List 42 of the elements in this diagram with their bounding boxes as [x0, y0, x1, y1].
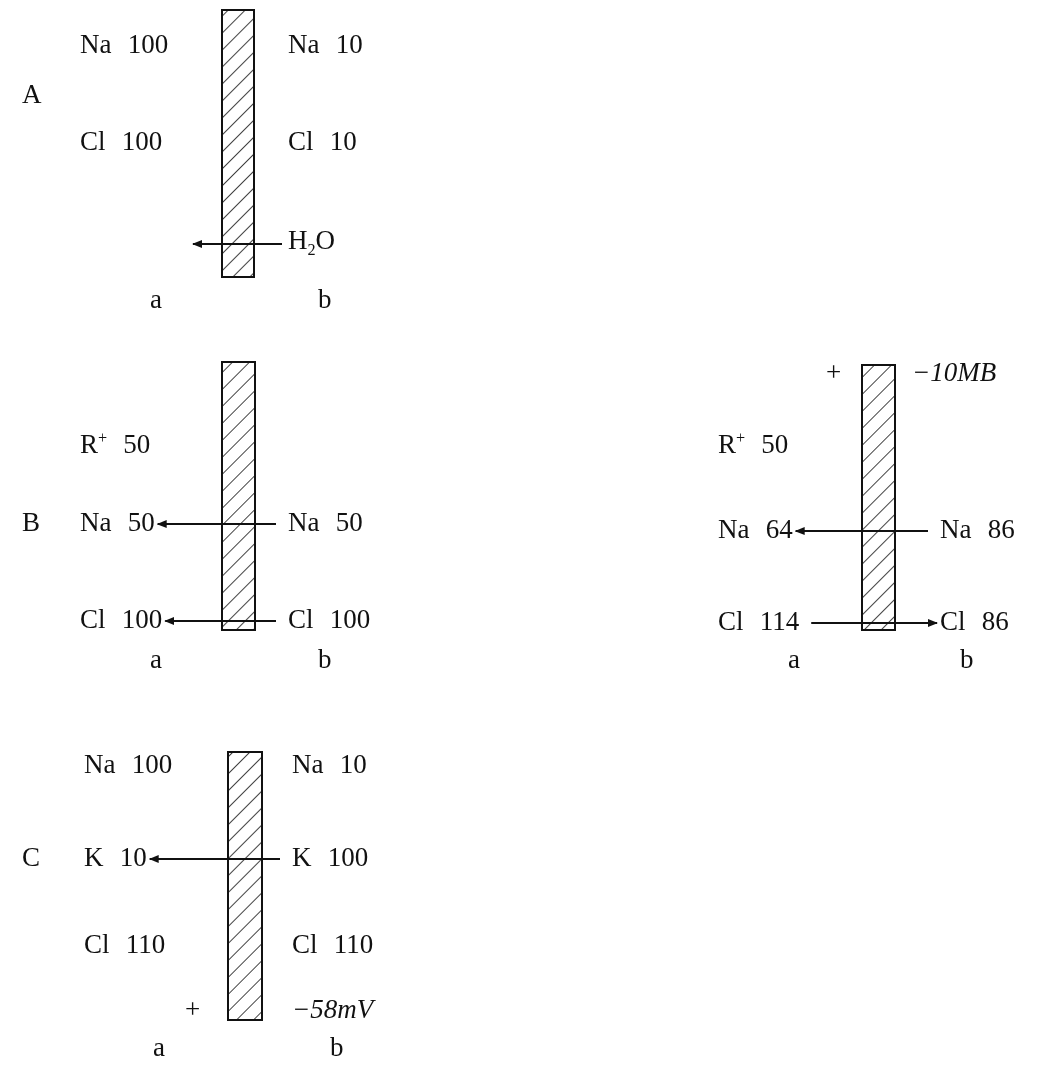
- ion-concentration: Cl 110: [292, 930, 374, 960]
- ion-concentration: Na 100: [80, 30, 169, 60]
- ion-concentration: Cl 10: [288, 127, 357, 157]
- side-label: b: [960, 645, 974, 675]
- ion-concentration: Cl 100: [80, 605, 163, 635]
- ion-concentration: Cl 114: [718, 607, 800, 637]
- panel-letter: C: [22, 843, 40, 873]
- potential-value: −10MB: [912, 358, 997, 388]
- side-label: a: [150, 285, 162, 315]
- ion-concentration: Cl 86: [940, 607, 1009, 637]
- ion-concentration: Cl 110: [84, 930, 166, 960]
- side-label: b: [318, 285, 332, 315]
- flux-arrow: [794, 527, 929, 535]
- ion-concentration: Na 10: [292, 750, 367, 780]
- charge-sign: +: [185, 995, 201, 1025]
- ion-concentration: R$^{+}$ 50: [718, 430, 789, 460]
- flux-arrow: [156, 520, 277, 528]
- flux-arrow: [192, 240, 283, 248]
- side-label: b: [318, 645, 332, 675]
- side-label: a: [150, 645, 162, 675]
- flux-arrow: [148, 855, 281, 863]
- side-label: a: [153, 1033, 165, 1063]
- ion-concentration: H$_{2}$O: [288, 225, 336, 261]
- ion-concentration: Na 50: [80, 508, 155, 538]
- potential-value: −58mV: [292, 995, 374, 1025]
- side-label: b: [330, 1033, 344, 1063]
- ion-concentration: Na 100: [84, 750, 173, 780]
- ion-concentration: Na 50: [288, 508, 363, 538]
- ion-concentration: K 100: [292, 843, 369, 873]
- ion-concentration: Cl 100: [288, 605, 371, 635]
- panel-letter: A: [22, 80, 42, 110]
- charge-sign: +: [826, 358, 842, 388]
- ion-concentration: K 10: [84, 843, 147, 873]
- ion-concentration: Na 10: [288, 30, 363, 60]
- side-label: a: [788, 645, 800, 675]
- ion-concentration: Na 86: [940, 515, 1015, 545]
- panel-letter: B: [22, 508, 40, 538]
- flux-arrow: [164, 617, 277, 625]
- ion-concentration: R$^{+}$ 50: [80, 430, 151, 460]
- ion-concentration: Cl 100: [80, 127, 163, 157]
- flux-arrow: [810, 619, 938, 627]
- ion-concentration: Na 64: [718, 515, 793, 545]
